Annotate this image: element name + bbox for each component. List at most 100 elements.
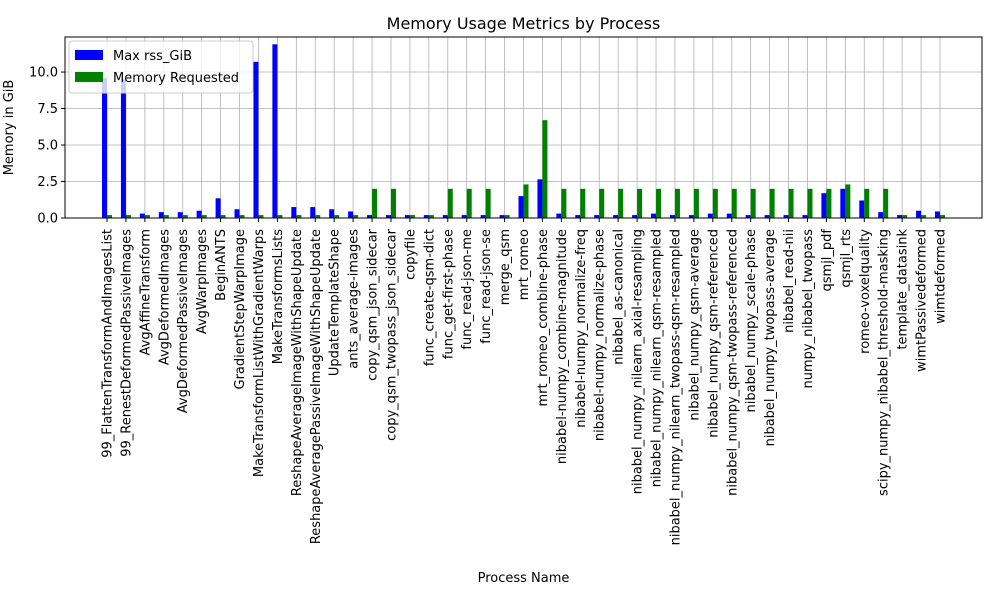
bar-max-rss xyxy=(783,215,789,218)
bar-max-rss xyxy=(726,213,732,218)
bar-memory-requested xyxy=(125,215,131,218)
bar-max-rss xyxy=(935,211,940,218)
x-tick-label: copy_qsm_json_sidecar xyxy=(366,228,381,381)
bar-max-rss xyxy=(423,215,429,218)
legend-label-max-rss: Max rss_GiB xyxy=(113,49,192,64)
bar-max-rss xyxy=(291,207,297,218)
bar-memory-requested xyxy=(504,215,510,218)
x-tick-label: nibabel_numpy_qsm-twopass-referenced xyxy=(725,229,740,496)
bar-max-rss xyxy=(385,215,391,218)
bar-max-rss xyxy=(348,211,354,218)
x-tick-label: 99_FlattenTransformAndImagesList xyxy=(101,229,116,458)
bar-max-rss xyxy=(556,213,562,218)
y-axis: 0.0 2.5 5.0 7.5 10.0 xyxy=(29,66,65,227)
bar-max-rss xyxy=(840,188,846,218)
bar-memory-requested xyxy=(409,215,415,218)
x-tick-label: AvgWarpImages xyxy=(195,229,210,334)
bar-max-rss xyxy=(120,79,126,218)
legend: Max rss_GiB Memory Requested xyxy=(68,40,254,94)
bar-memory-requested xyxy=(826,188,832,218)
bar-max-rss xyxy=(518,196,524,218)
bar-memory-requested xyxy=(864,188,870,218)
bar-max-rss xyxy=(442,215,448,218)
bar-memory-requested xyxy=(466,188,472,218)
x-tick-label: func_read-json-me xyxy=(460,229,475,350)
x-tick-label: mrt_romeo_combine-phase xyxy=(536,229,551,407)
x-tick-label: merge_qsm xyxy=(498,229,513,305)
bar-memory-requested xyxy=(107,215,112,218)
bar-max-rss xyxy=(802,215,808,218)
bar-memory-requested xyxy=(144,215,150,218)
x-tick-label: nibabel_numpy_twopass-average xyxy=(763,229,778,446)
x-tick-label: 99_RenestDeformedPassiveImages xyxy=(119,229,134,457)
bar-max-rss xyxy=(688,215,694,218)
bar-memory-requested xyxy=(163,215,169,218)
bar-max-rss xyxy=(461,215,467,218)
bar-max-rss xyxy=(859,200,865,218)
bar-memory-requested xyxy=(883,188,889,218)
bar-max-rss xyxy=(102,77,107,218)
bar-max-rss xyxy=(480,215,486,218)
bar-memory-requested xyxy=(258,215,264,218)
bar-max-rss xyxy=(234,209,240,218)
bar-memory-requested xyxy=(523,184,529,218)
bar-max-rss xyxy=(272,44,278,218)
bar-memory-requested xyxy=(750,188,756,218)
y-tick-label: 2.5 xyxy=(37,175,58,190)
bar-memory-requested xyxy=(372,188,378,218)
bar-max-rss xyxy=(669,215,675,218)
bar-memory-requested xyxy=(277,215,283,218)
bar-memory-requested xyxy=(296,215,302,218)
x-tick-label: template_datasink xyxy=(896,229,911,350)
x-tick-label: nibabel_numpy_nilearn_qsm-resampled xyxy=(650,229,665,487)
bar-memory-requested xyxy=(731,188,737,218)
bar-memory-requested xyxy=(845,184,851,218)
bars xyxy=(102,44,945,219)
bar-max-rss xyxy=(215,198,221,218)
bar-memory-requested xyxy=(182,215,188,218)
bar-max-rss xyxy=(632,215,638,218)
bar-memory-requested xyxy=(656,188,662,218)
y-tick-label: 0.0 xyxy=(37,212,58,227)
x-tick-label: nibabel_numpy_nilearn_axial-resampling xyxy=(631,229,646,494)
x-tick-label: BeginANTS xyxy=(214,229,229,301)
bar-memory-requested xyxy=(599,188,605,218)
bar-max-rss xyxy=(878,212,884,218)
x-axis-label: Process Name xyxy=(478,571,570,586)
x-tick-label: func_create-qsm-dict xyxy=(422,229,437,366)
legend-box xyxy=(68,40,254,94)
x-tick-label: nibabel-numpy_normalize-freq xyxy=(574,229,589,428)
bar-memory-requested xyxy=(940,215,945,218)
x-tick-label: nibabel_numpy_qsm-average xyxy=(687,229,702,421)
y-tick-label: 5.0 xyxy=(37,139,58,154)
y-tick-label: 7.5 xyxy=(37,102,58,117)
bar-memory-requested xyxy=(921,215,927,218)
bar-memory-requested xyxy=(561,188,567,218)
bar-max-rss xyxy=(764,215,770,218)
x-tick-label: ReshapeAverageImageWithShapeUpdate xyxy=(290,229,305,496)
bar-max-rss xyxy=(651,213,657,218)
x-tick-label: scipy_numpy_nibabel_threshold-masking xyxy=(877,229,892,496)
legend-swatch-max-rss xyxy=(75,50,103,60)
y-tick-label: 10.0 xyxy=(29,66,58,81)
x-tick-label: nibabel_read-nii xyxy=(782,229,797,333)
bar-memory-requested xyxy=(902,215,908,218)
x-tick-label: romeo-voxelquality xyxy=(858,229,873,354)
bar-memory-requested xyxy=(769,188,775,218)
bar-max-rss xyxy=(329,209,335,218)
bar-max-rss xyxy=(537,179,543,218)
x-tick-label: nibabel_numpy_nilearn_twopass-qsm-resamp… xyxy=(668,229,683,545)
bar-memory-requested xyxy=(580,188,586,218)
bar-max-rss xyxy=(897,215,903,218)
bar-max-rss xyxy=(499,215,505,218)
x-tick-label: copyfile xyxy=(403,229,418,280)
x-tick-label: nibabel_numpy_scale-phase xyxy=(744,229,759,412)
bar-max-rss xyxy=(594,215,600,218)
x-tick-label: ants_average-images xyxy=(347,229,362,369)
x-tick-label: mrt_romeo xyxy=(517,229,532,300)
bar-max-rss xyxy=(310,207,316,218)
bar-memory-requested xyxy=(637,188,643,218)
bar-max-rss xyxy=(613,215,619,218)
